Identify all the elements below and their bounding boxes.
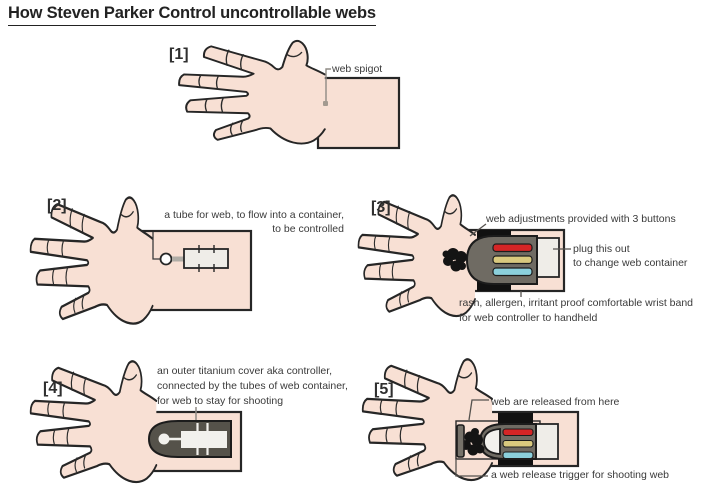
panel-2-illustration — [29, 196, 253, 325]
spigot-pointer-line — [325, 68, 331, 101]
annotation-plug-line2: to change web container — [573, 257, 688, 269]
web-blob-3 — [442, 248, 467, 272]
annotation-tube-line2: to be controlled — [272, 223, 344, 235]
container-ticks — [198, 245, 215, 272]
adjust-button-cyan-5 — [502, 451, 534, 460]
panel-1-label: [1] — [169, 46, 189, 63]
panel-4-label: [4] — [43, 380, 63, 397]
web-spigot-dot — [323, 101, 328, 106]
buttons-pointer-line — [469, 223, 487, 237]
annotation-release: web are released from here — [491, 396, 620, 408]
adjust-button-yellow — [492, 255, 533, 265]
trigger-pointer-line — [455, 459, 488, 477]
panel-3-illustration — [357, 194, 571, 318]
cover-gap-lines — [196, 423, 209, 455]
wrist-rect-2 — [138, 229, 253, 312]
panel-2-label: [2] — [47, 197, 67, 214]
adjust-button-cyan — [492, 267, 533, 277]
release-nozzle — [483, 428, 501, 455]
annotation-tube: a tube for web, to flow into a container… — [150, 208, 344, 236]
tube-line — [152, 232, 161, 260]
adjust-button-red — [492, 243, 533, 253]
panel-5-illustration — [361, 358, 580, 482]
spigot-circle — [159, 252, 173, 266]
web-container-3 — [536, 237, 560, 278]
diagram-title: How Steven Parker Control uncontrollable… — [8, 4, 376, 26]
annotation-tube-line1: a tube for web, to flow into a container… — [164, 209, 344, 221]
web-container-2 — [183, 248, 229, 269]
adjust-button-yellow-5 — [502, 439, 534, 448]
annotation-plug-line1: plug this out — [573, 243, 630, 255]
annotation-buttons: web adjustments provided with 3 buttons — [486, 213, 676, 225]
annotation-trigger: a web release trigger for shooting web — [491, 469, 670, 481]
adjust-button-red-5 — [502, 428, 534, 437]
panel-4-illustration — [29, 360, 243, 484]
annotation-web-spigot: web spigot — [332, 63, 383, 75]
cover-container — [181, 431, 227, 448]
annotation-cover-line1: an outer titanium cover aka controller, — [157, 365, 333, 377]
web-container-5 — [535, 423, 559, 460]
panel-3-label: [3] — [371, 199, 391, 216]
annotation-cover: an outer titanium cover aka controller, … — [157, 364, 348, 409]
annotation-plug: plug this out to change web container — [573, 242, 687, 270]
cover-spigot-circle — [158, 433, 170, 445]
annotation-wrist-band-line2: for web controller to handheld — [459, 312, 598, 324]
release-trigger — [456, 424, 465, 458]
panel-1-illustration — [178, 39, 401, 150]
annotation-wrist-band: rash, allergen, irritant proof comfortab… — [459, 296, 693, 326]
panel-5-label: [5] — [374, 381, 394, 398]
wrist-rect-1 — [316, 76, 401, 150]
annotation-cover-line3: for web to stay for shooting — [157, 395, 284, 407]
release-pointer-line — [468, 399, 489, 421]
annotation-cover-line2: connected by the tubes of web container, — [157, 380, 348, 392]
annotation-wrist-band-line1: rash, allergen, irritant proof comfortab… — [459, 297, 694, 309]
